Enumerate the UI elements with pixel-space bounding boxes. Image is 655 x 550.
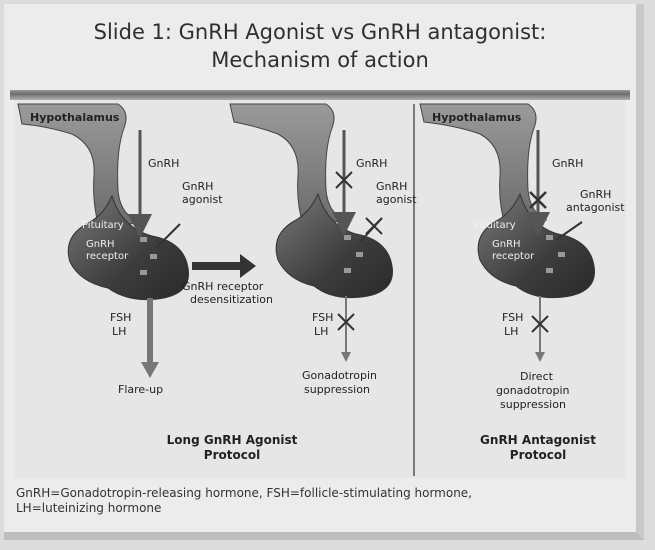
receptor-mark	[140, 237, 147, 242]
pituitary-label: Pituitary	[82, 220, 124, 231]
receptor-mark	[344, 235, 351, 240]
antagonist-label-1: GnRH	[580, 188, 611, 201]
footnote-line-2: LH=luteinizing hormone	[16, 501, 606, 516]
agonist-label-1: GnRH	[376, 180, 407, 193]
receptor-label-1: GnRH	[492, 239, 521, 250]
antagonist-label-2: antagonist	[566, 201, 625, 214]
fsh-label: FSH	[110, 311, 131, 324]
direct-label-1: Direct	[520, 370, 554, 383]
lh-label: LH	[112, 325, 126, 338]
pituitary-label: Pituitary	[474, 220, 516, 231]
receptor-mark	[546, 268, 553, 273]
direct-label-3: suppression	[500, 398, 566, 411]
footnote: GnRH=Gonadotropin-releasing hormone, FSH…	[16, 486, 606, 516]
receptor-mark	[546, 235, 553, 240]
hypothalamus-label: Hypothalamus	[30, 111, 120, 124]
fsh-label: FSH	[502, 311, 523, 324]
suppression-label-1: Gonadotropin	[302, 369, 377, 382]
agonist-label-2: agonist	[376, 193, 417, 206]
receptor-label-2: receptor	[492, 251, 535, 262]
receptor-mark	[150, 254, 157, 259]
receptor-mark	[344, 268, 351, 273]
receptor-mark	[356, 252, 363, 257]
gnrh-label: GnRH	[552, 157, 583, 170]
lh-label: LH	[504, 325, 518, 338]
gnrh-label: GnRH	[356, 157, 387, 170]
agonist-label-2: agonist	[182, 193, 223, 206]
direct-label-2: gonadotropin	[496, 384, 569, 397]
antagonist-protocol-label-1: GnRH Antagonist	[480, 433, 596, 447]
fsh-label: FSH	[312, 311, 333, 324]
lh-label: LH	[314, 325, 328, 338]
agonist-protocol-label-1: Long GnRH Agonist	[167, 433, 298, 447]
agonist-protocol-label-2: Protocol	[204, 448, 260, 462]
desensitization-label-2: desensitization	[190, 293, 273, 306]
footnote-line-1: GnRH=Gonadotropin-releasing hormone, FSH…	[16, 486, 606, 501]
desensitization-label-1: GnRH receptor	[182, 280, 264, 293]
receptor-mark	[558, 252, 565, 257]
receptor-label-2: receptor	[86, 251, 129, 262]
hypothalamus-label: Hypothalamus	[432, 111, 522, 124]
agonist-label-1: GnRH	[182, 180, 213, 193]
suppression-label-2: suppression	[304, 383, 370, 396]
receptor-mark	[140, 270, 147, 275]
gnrh-label: GnRH	[148, 157, 179, 170]
receptor-label-1: GnRH	[86, 239, 115, 250]
antagonist-protocol-label-2: Protocol	[510, 448, 566, 462]
flare-up-label: Flare-up	[118, 383, 163, 396]
